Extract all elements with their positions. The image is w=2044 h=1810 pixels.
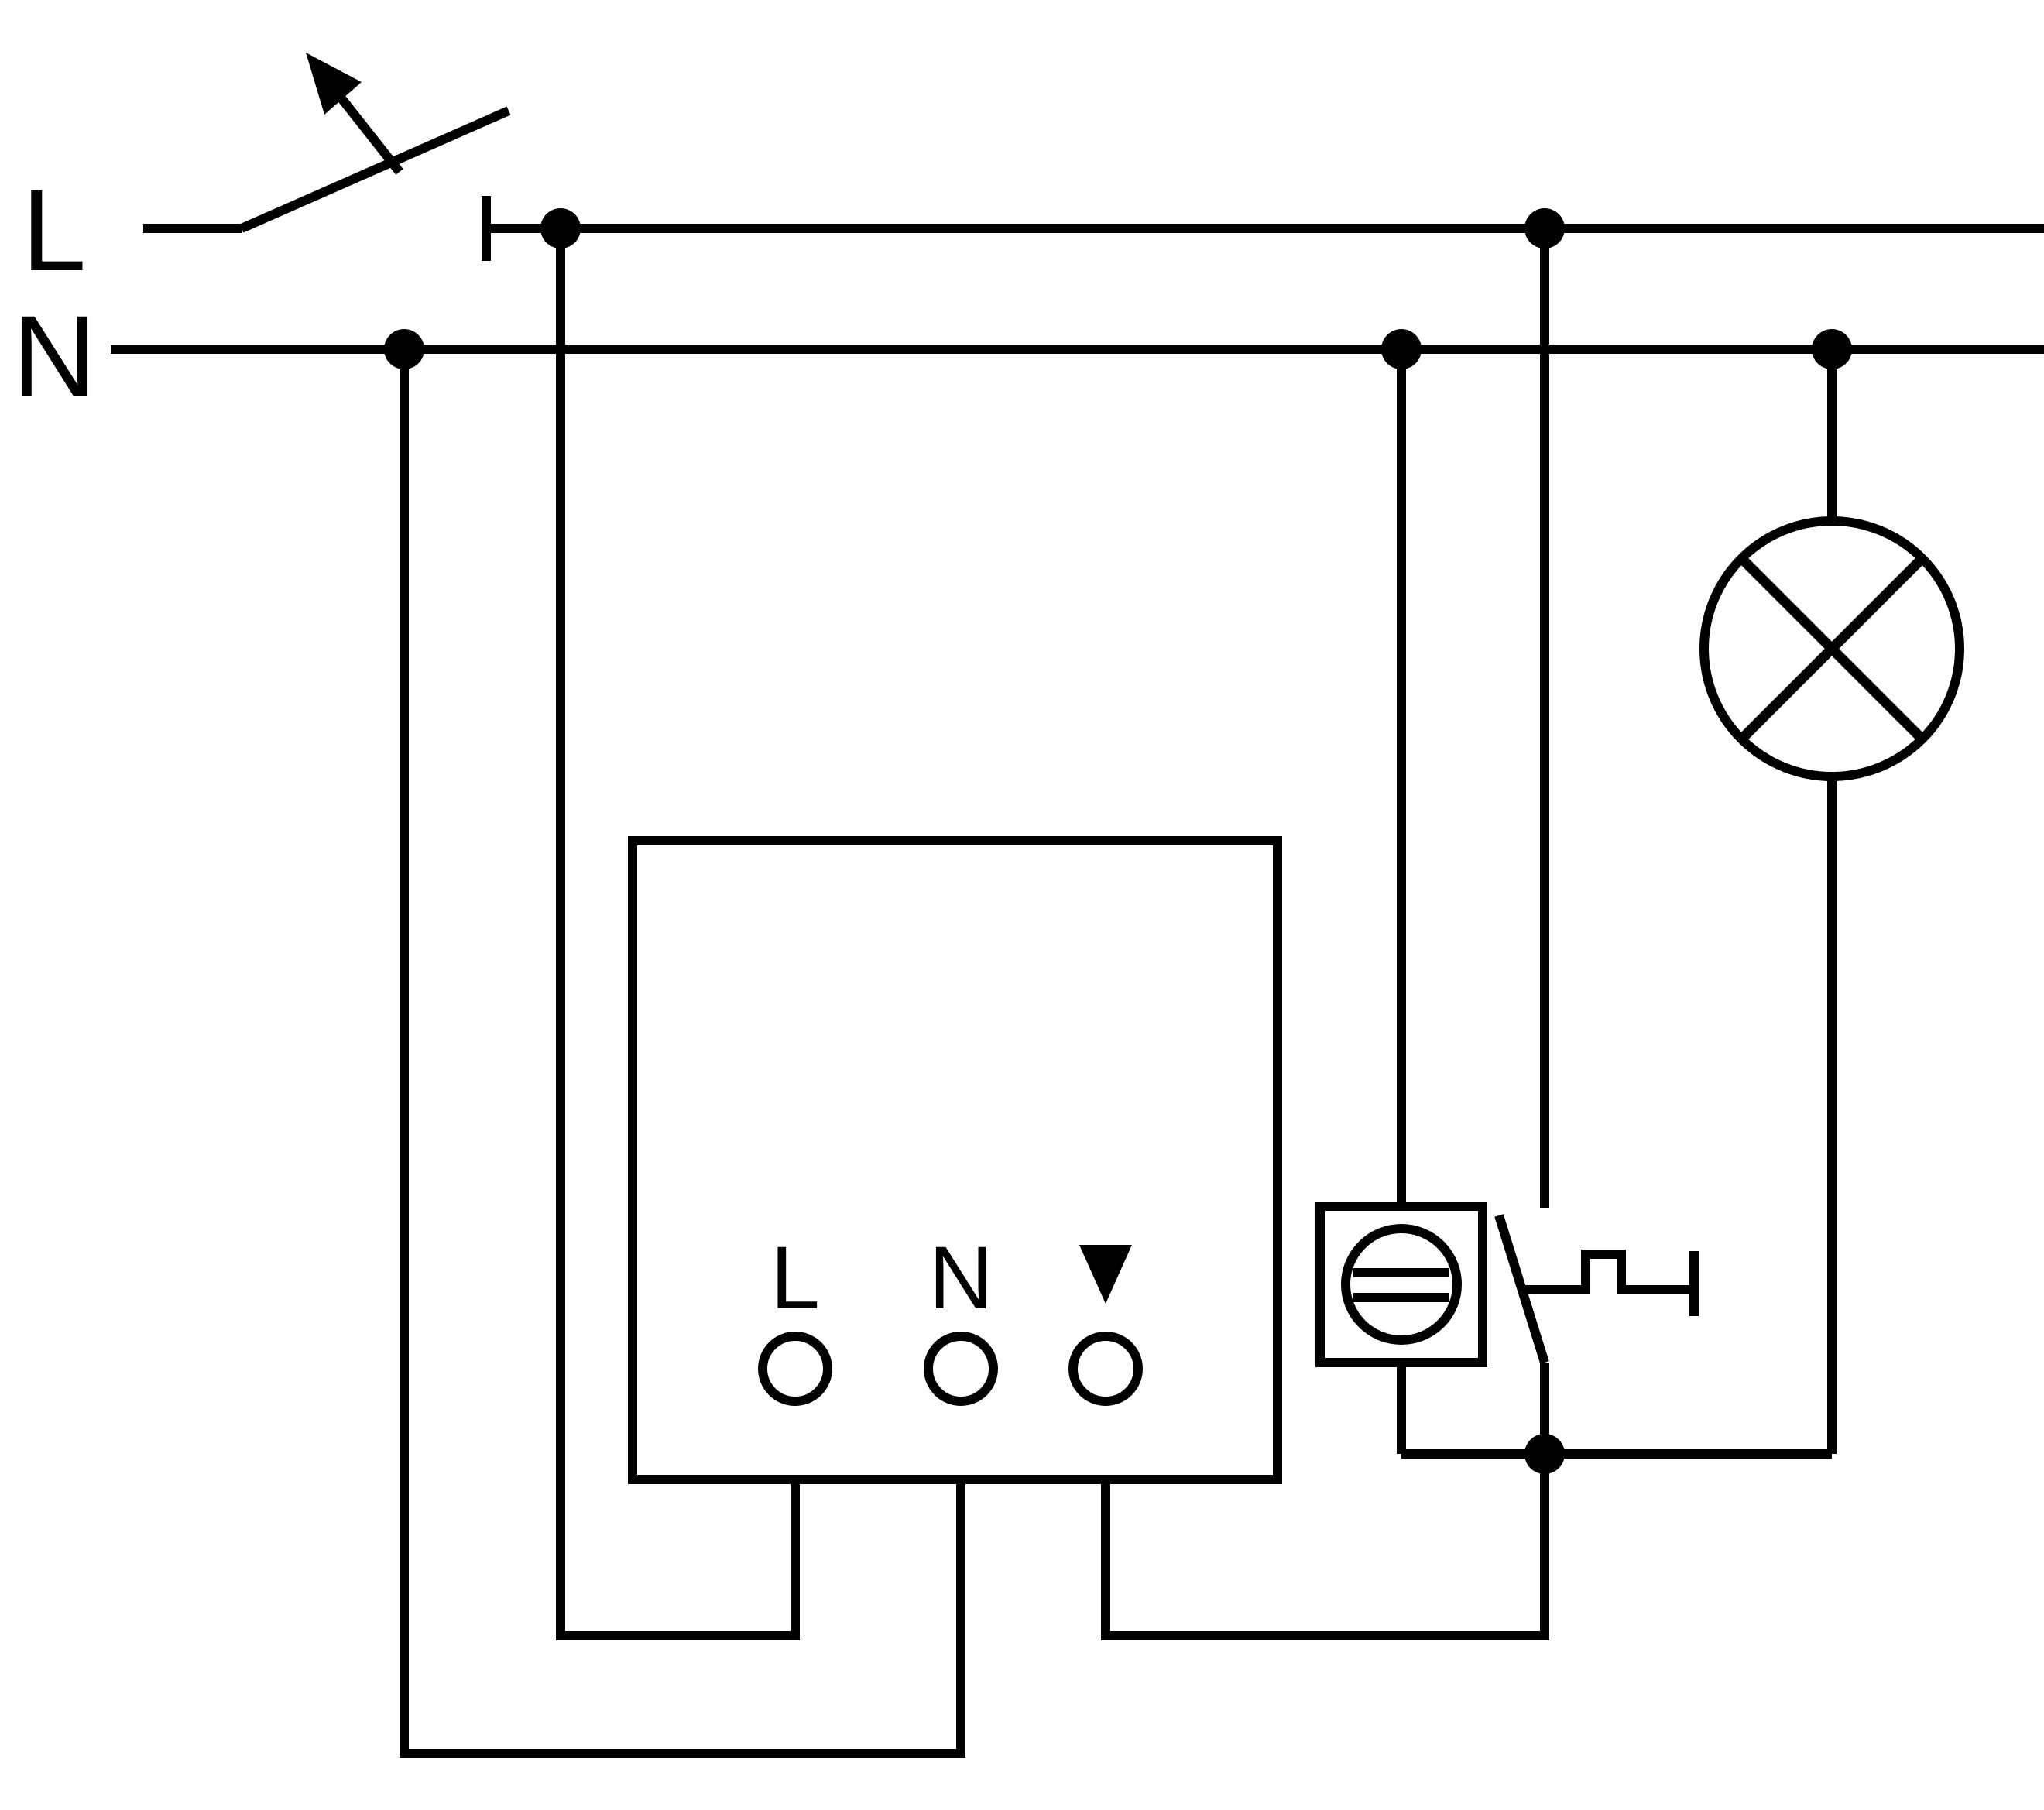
lamp-icon — [1699, 516, 1964, 781]
terminal-circle-n — [924, 1332, 998, 1406]
output-arrow-icon — [1079, 1245, 1132, 1304]
relay-contact-blade — [1494, 1214, 1549, 1364]
manual-switch-icon — [143, 53, 511, 261]
junction-dots — [384, 208, 1852, 1474]
junction-dot — [540, 208, 581, 249]
supply-l-label: L — [22, 165, 86, 295]
junction-dot — [1524, 1434, 1565, 1474]
terminal-l-label: L — [770, 1229, 820, 1328]
switch-arrow-shaft — [338, 95, 403, 175]
terminal-circle-l — [758, 1332, 832, 1406]
lamp-cross-2 — [1737, 554, 1926, 743]
wire-l-to-device — [556, 228, 800, 1640]
supply-n-label: N — [12, 291, 96, 421]
relay-contact-icon — [1494, 1214, 1699, 1364]
junction-dot — [1812, 329, 1852, 369]
switch-arrow-head-icon — [306, 53, 362, 115]
sensor-circle — [1341, 1224, 1462, 1345]
terminal-circle-output — [1068, 1332, 1143, 1406]
junction-dot — [1381, 329, 1422, 369]
relay-actuator-link — [1522, 1250, 1694, 1294]
device-box: L N — [628, 836, 1282, 1484]
junction-dot — [1524, 208, 1565, 249]
junction-dot — [384, 329, 424, 369]
switch-blade — [239, 106, 511, 233]
wire-output-from-device — [1101, 1454, 1549, 1640]
wire-n-to-device — [400, 349, 965, 1758]
terminal-n-label: N — [928, 1229, 993, 1328]
sensor-icon — [1315, 1202, 1487, 1367]
